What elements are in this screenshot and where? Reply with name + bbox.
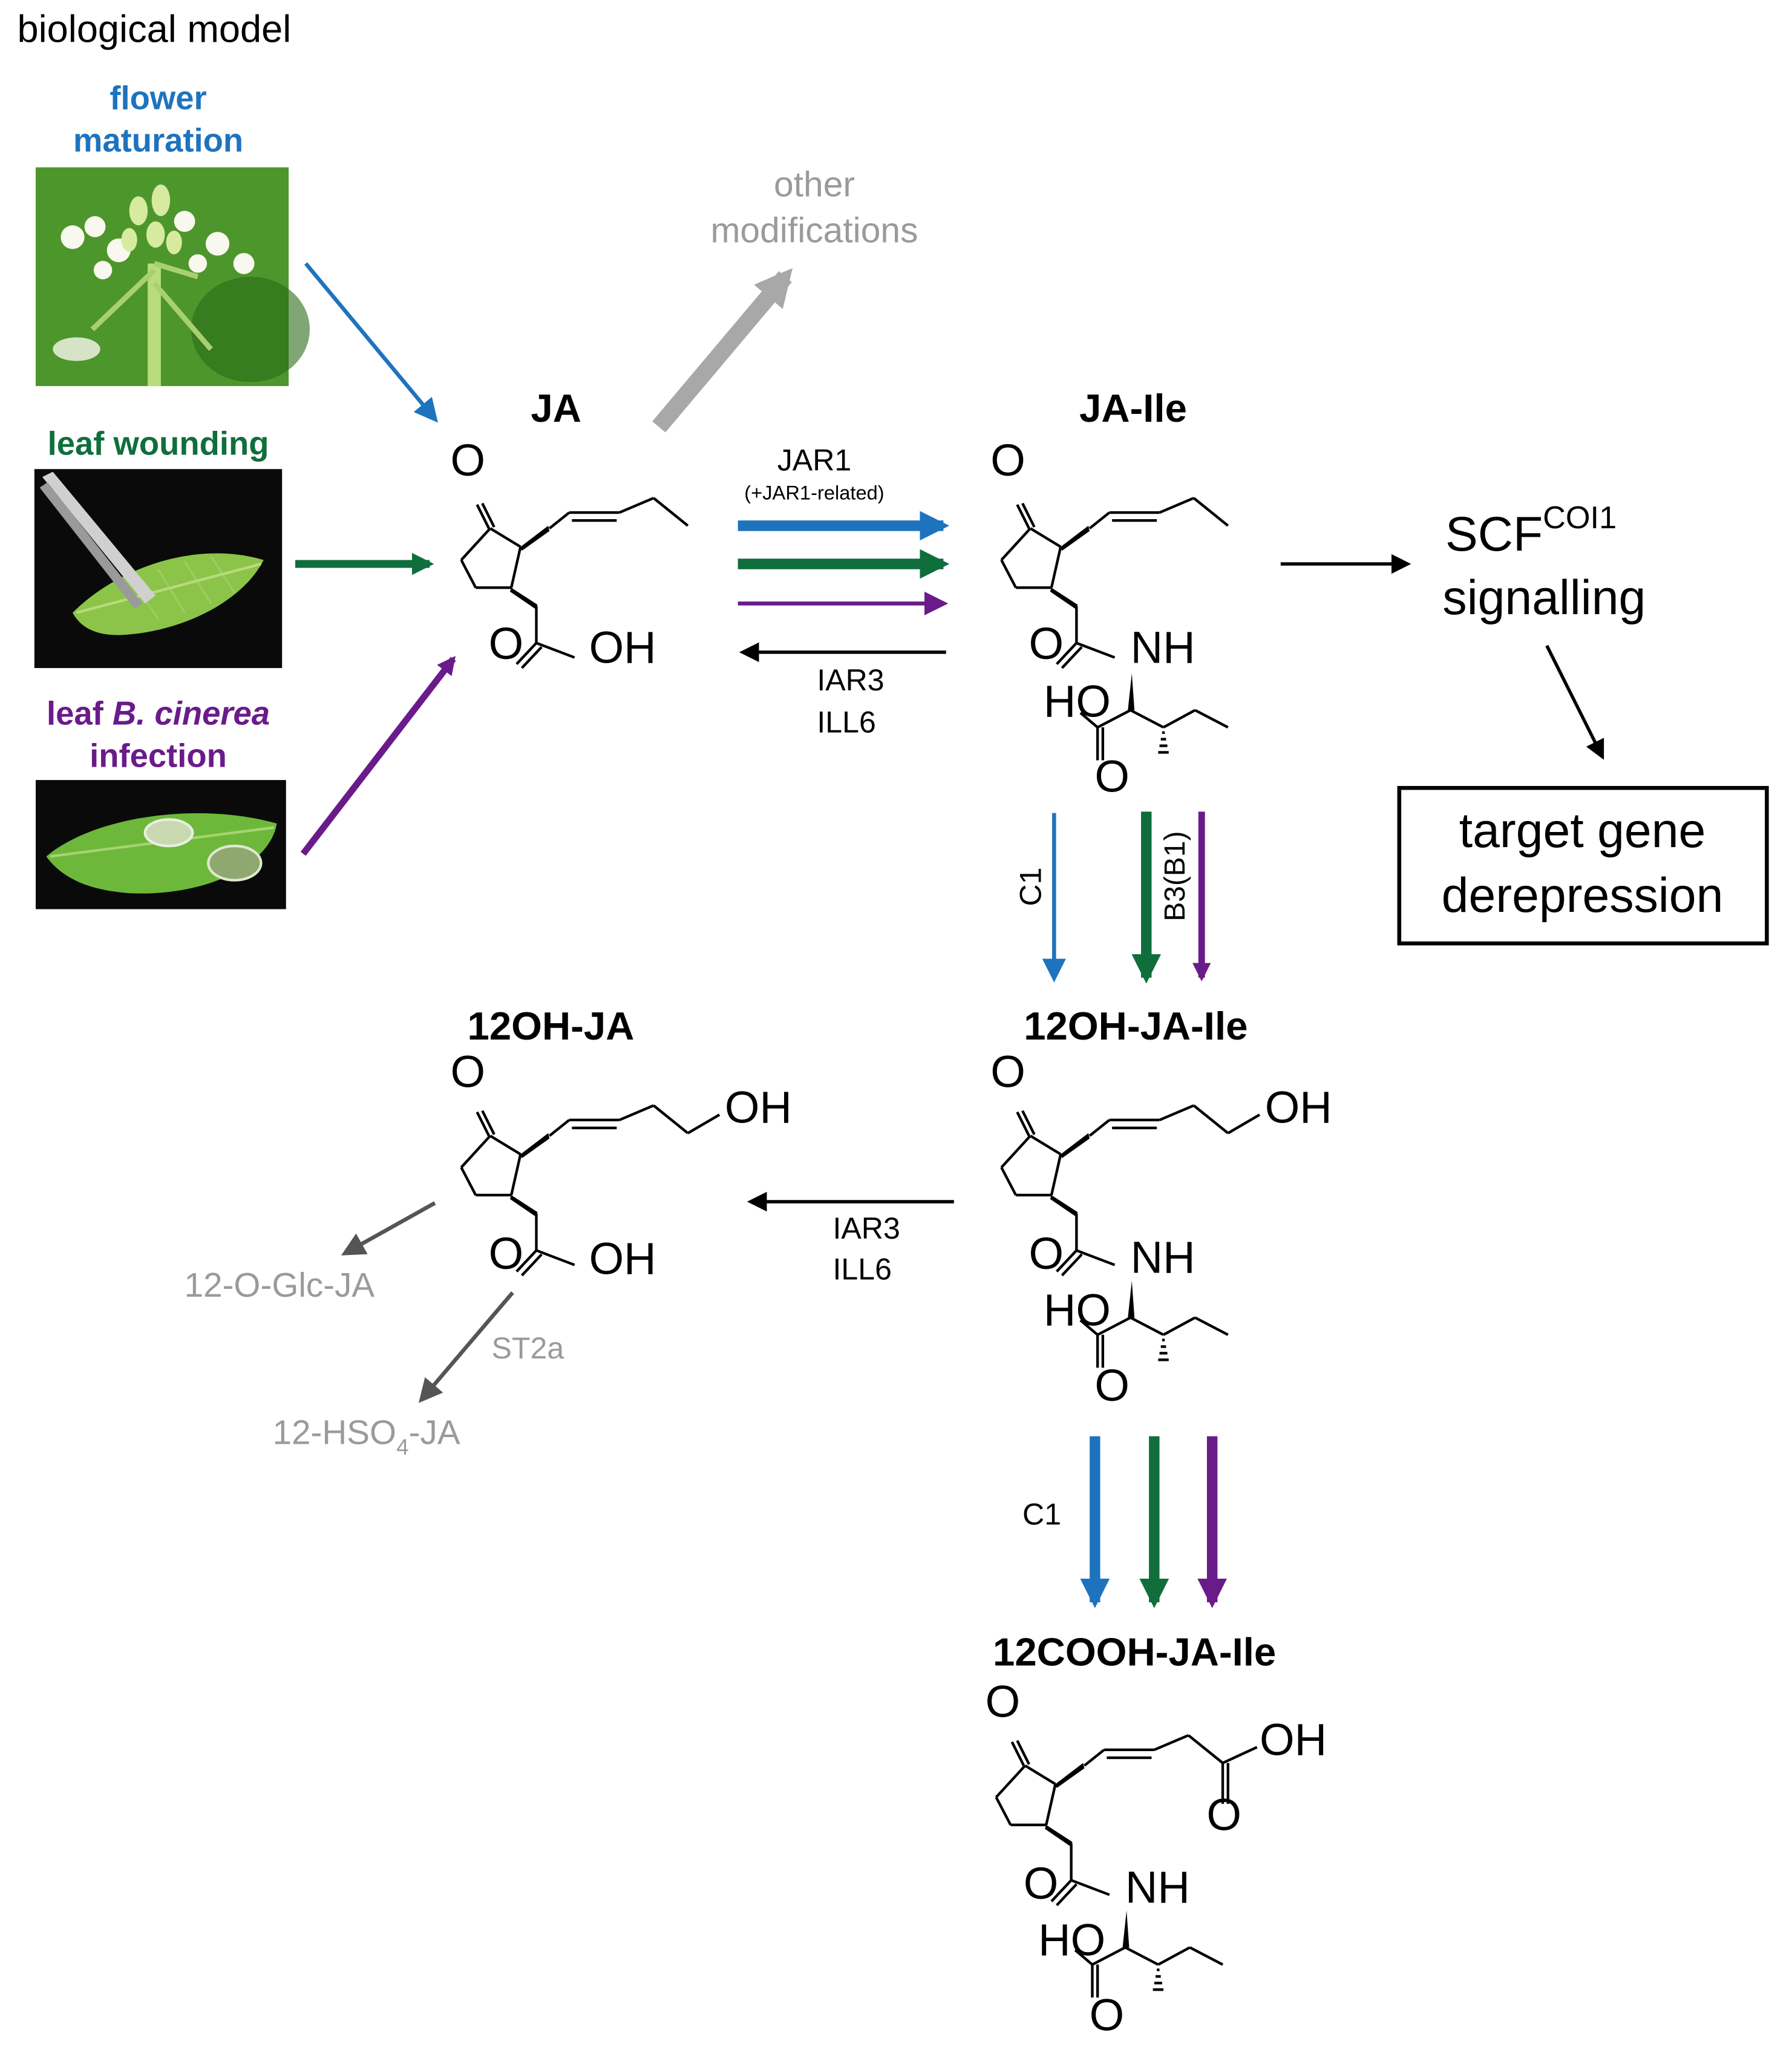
target-gene-label-1: target gene	[1459, 804, 1706, 858]
oh-ja-ile-atom-o-keto: O	[990, 1047, 1025, 1097]
cooh-ja-ile-atom-o-amide: O	[1024, 1858, 1059, 1908]
flower-maturation-label-2: maturation	[73, 122, 243, 159]
jar1-related-label: (+JAR1-related)	[744, 481, 884, 503]
cooh-ja-ile-atom-nh: NH	[1125, 1862, 1190, 1912]
target-gene-label-2: derepression	[1442, 868, 1724, 923]
oh-ja-ile-atom-nh: NH	[1131, 1233, 1195, 1283]
ja-ile-structure	[1001, 497, 1228, 760]
oh-ja-ile-atom-o-amide: O	[1028, 1228, 1064, 1279]
wounding-photo	[34, 469, 283, 669]
leaf-wounding-label: leaf wounding	[48, 425, 269, 462]
oh-ja-ile-atom-oh: OH	[1265, 1082, 1332, 1132]
c1-label-2: C1	[1022, 1497, 1061, 1531]
cooh-ja-ile-atom-o-carboxyl: O	[1206, 1790, 1241, 1840]
cooh-ja-ile-atom-o-acid: O	[1090, 1990, 1125, 2040]
signalling-label: signalling	[1442, 571, 1646, 625]
oh-ja-atom-oh-acid: OH	[589, 1234, 656, 1284]
infection-label-1: leaf B. cinerea	[47, 695, 270, 732]
figure-title: biological model	[18, 8, 292, 51]
to-glc-arrow	[341, 1201, 436, 1256]
cooh-ja-ile-atom-o-keto: O	[986, 1676, 1021, 1726]
glc-ja-label: 12-O-Glc-JA	[185, 1266, 375, 1304]
ja-structure	[461, 497, 689, 668]
infection-label-2: infection	[90, 737, 227, 774]
oh-ja-ile-title: 12OH-JA-Ile	[1024, 1004, 1248, 1048]
iar3-label-top: IAR3	[817, 663, 884, 697]
other-modifications-label-2: modifications	[710, 211, 918, 251]
hso4-ja-label: 12-HSO4-JA	[273, 1413, 460, 1459]
flower-photo	[36, 167, 310, 387]
signalling-to-target-arrow	[1545, 644, 1604, 760]
ill6-label-top: ILL6	[817, 706, 875, 739]
ja-ile-atom-o-keto: O	[990, 435, 1025, 485]
infection-photo	[36, 780, 286, 909]
flower-maturation-label-1: flower	[110, 80, 206, 117]
oh-ja-title: 12OH-JA	[468, 1004, 635, 1048]
ja-atom-oh: OH	[589, 622, 656, 672]
ja-ile-atom-ho: HO	[1044, 676, 1111, 727]
cooh-ja-ile-structure	[996, 1734, 1258, 1997]
oh-ja-atom-o-acid: O	[489, 1228, 524, 1279]
ja-ile-atom-nh: NH	[1131, 622, 1195, 672]
target-gene-box	[1397, 785, 1769, 946]
iar3-label-bottom: IAR3	[832, 1211, 900, 1245]
oh-ja-structure	[461, 1104, 721, 1276]
ja-ile-atom-o-acid: O	[1094, 752, 1130, 802]
ill6-label-bottom: ILL6	[832, 1252, 891, 1286]
other-modifications-label-1: other	[774, 165, 855, 204]
jar1-label: JAR1	[777, 443, 851, 477]
flower-to-ja-arrow	[304, 262, 438, 423]
ja-ile-title: JA-Ile	[1079, 386, 1187, 430]
cooh-ja-ile-atom-ho: HO	[1038, 1915, 1105, 1965]
ja-title: JA	[531, 386, 581, 430]
oh-ja-ile-structure	[1001, 1104, 1261, 1367]
scf-coi1-label: SCFCOI1	[1445, 500, 1617, 562]
to-hso4-arrow	[418, 1291, 514, 1403]
b3-b1-label: B3(B1)	[1159, 831, 1191, 922]
ja-atom-o-keto: O	[450, 435, 485, 485]
other-modifications-arrow	[652, 268, 793, 433]
oh-ja-atom-o-keto: O	[450, 1047, 485, 1097]
oh-ja-atom-oh-chain: OH	[725, 1082, 792, 1132]
ja-ile-atom-o-amide: O	[1028, 618, 1064, 669]
cooh-ja-ile-title: 12COOH-JA-Ile	[993, 1629, 1276, 1674]
c1-label-1: C1	[1014, 868, 1048, 906]
oh-ja-ile-atom-ho: HO	[1044, 1285, 1111, 1335]
oh-ja-ile-atom-o-acid: O	[1094, 1360, 1130, 1410]
cooh-ja-ile-atom-oh: OH	[1260, 1715, 1327, 1765]
st2a-label: ST2a	[491, 1331, 564, 1365]
ja-atom-o-acid: O	[489, 618, 524, 669]
infection-to-ja-arrow	[300, 655, 456, 856]
